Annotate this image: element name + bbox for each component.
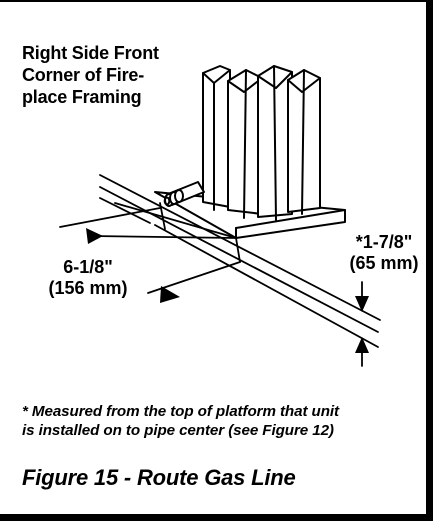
- stud-4: [287, 69, 321, 215]
- dimension-left-metric: (156 mm): [48, 278, 128, 298]
- stud-2: [227, 69, 263, 219]
- arrow-right-up: [355, 337, 369, 353]
- figure-label: Right Side Front Corner of Fire- place F…: [22, 42, 159, 108]
- footnote-line-2: is installed on to pipe center (see Figu…: [22, 422, 334, 439]
- stud-1: [202, 65, 231, 211]
- dimension-left-imperial: 6-1/8": [63, 257, 113, 277]
- arrow-left-out: [160, 286, 180, 303]
- gas-pipe: [163, 181, 205, 207]
- figure-label-line-1: Right Side Front: [22, 43, 159, 63]
- figure-label-line-3: place Framing: [22, 87, 142, 107]
- footnote: * Measured from the top of platform that…: [22, 402, 339, 440]
- dimension-right-metric: (65 mm): [349, 253, 419, 273]
- figure-caption: Figure 15 - Route Gas Line: [22, 465, 296, 490]
- stud-3: [257, 65, 293, 221]
- dimension-right-imperial: *1-7/8": [355, 232, 413, 252]
- arrow-right-down: [355, 296, 369, 312]
- dimension-left: [59, 202, 241, 294]
- arrow-left-in: [86, 228, 103, 244]
- dimension-right-label: *1-7/8" (65 mm): [340, 232, 428, 274]
- dimension-left-label: 6-1/8" (156 mm): [28, 257, 148, 299]
- figure-label-line-2: Corner of Fire-: [22, 65, 145, 85]
- footnote-line-1: * Measured from the top of platform that…: [22, 403, 339, 420]
